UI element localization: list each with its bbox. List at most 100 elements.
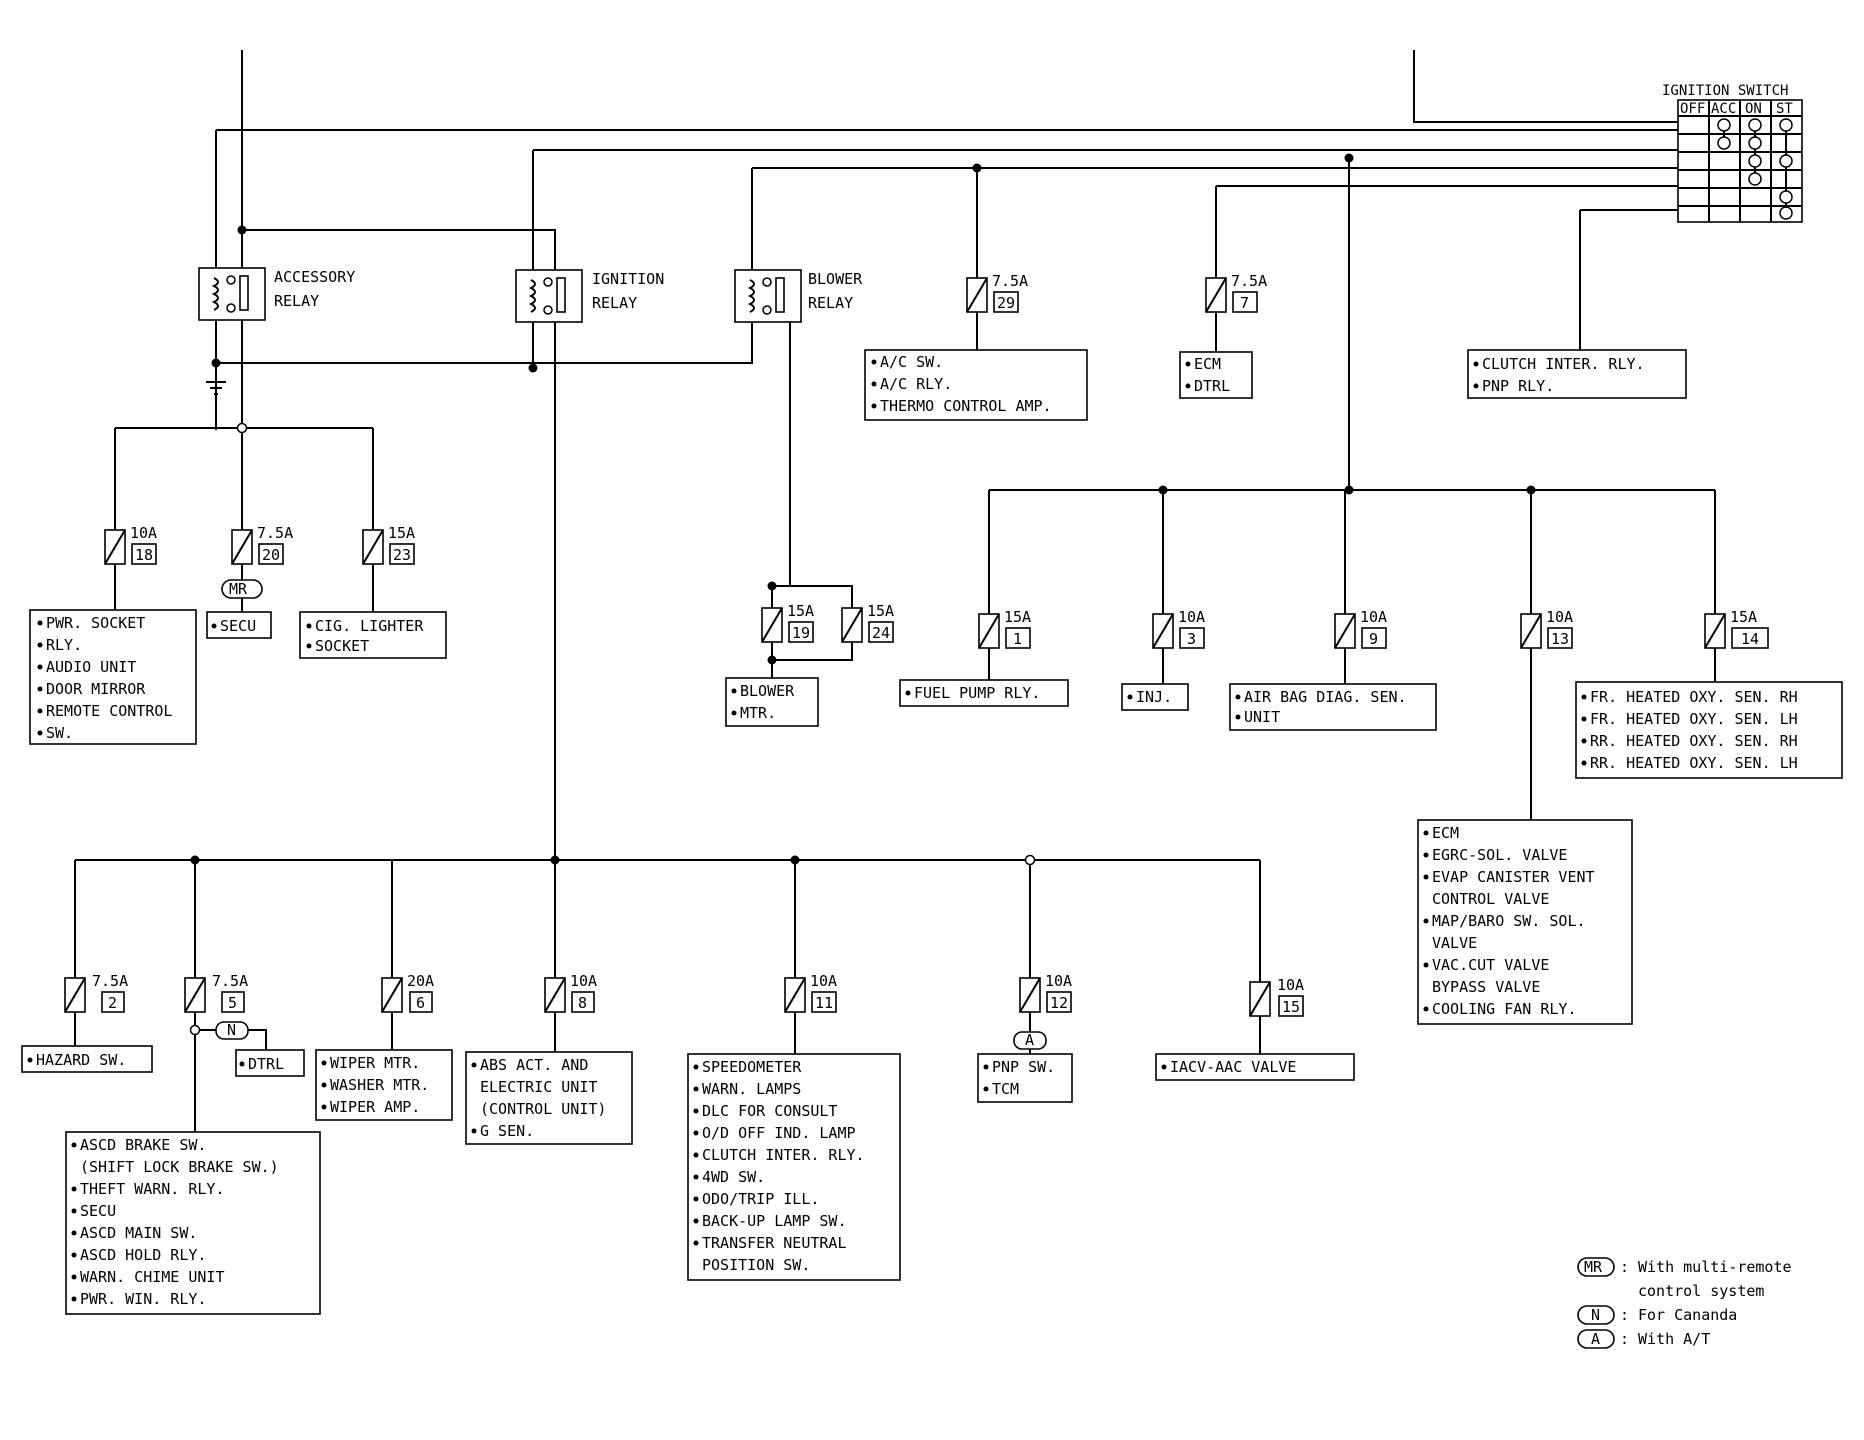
bullet-dot (1423, 962, 1429, 968)
svg-text:10A: 10A (1178, 608, 1205, 626)
bullet-dot (693, 1174, 699, 1180)
load-line-f13-0: ECM (1432, 824, 1459, 842)
fuse-19: 15A 19 (761, 602, 814, 643)
fuse-23: 15A 23 (362, 524, 415, 565)
bullet-dot (1423, 918, 1429, 924)
bullet-dot (71, 1274, 77, 1280)
svg-text::: : (1620, 1330, 1629, 1348)
bullet-dot (1473, 383, 1479, 389)
fuse-3: 10A 3 (1152, 608, 1205, 649)
svg-text:11: 11 (815, 994, 833, 1012)
svg-text::: : (1620, 1306, 1629, 1324)
load-line-f13-8: COOLING FAN RLY. (1432, 1000, 1577, 1018)
fuse-18: 10A 18 (104, 524, 157, 565)
fuse-8: 10A 8 (544, 972, 597, 1013)
load-line-f5-0: ASCD BRAKE SW. (80, 1136, 206, 1154)
bullet-dot (693, 1240, 699, 1246)
legend-a: A : With A/T (1577, 1329, 1710, 1349)
svg-text:15A: 15A (867, 602, 894, 620)
bullet-dot (693, 1108, 699, 1114)
load-line-f18-3: DOOR MIRROR (46, 680, 146, 698)
bullet-dot (471, 1128, 477, 1134)
bullet-dot (321, 1060, 327, 1066)
load-line-clutch-1: PNP RLY. (1482, 377, 1554, 395)
bullet-dot (37, 642, 43, 648)
load-line-f5_dtrl-0: DTRL (248, 1055, 284, 1073)
fuse-1: 15A 1 (978, 608, 1031, 649)
load-box-f15: IACV-AAC VALVE (1155, 1053, 1355, 1081)
load-box-f12: PNP SW.TCM (977, 1053, 1073, 1103)
bullet-dot (1235, 714, 1241, 720)
svg-text:7.5A: 7.5A (992, 272, 1028, 290)
bullet-dot (71, 1186, 77, 1192)
bullet-dot (871, 403, 877, 409)
bullet-dot (321, 1082, 327, 1088)
load-line-f8-3: G SEN. (480, 1122, 534, 1140)
accessory-relay-label-2: RELAY (274, 292, 319, 310)
svg-text:15A: 15A (388, 524, 415, 542)
svg-text:15: 15 (1282, 998, 1300, 1016)
load-line-f9-1: UNIT (1244, 708, 1280, 726)
bullet-dot (1185, 383, 1191, 389)
bullet-dot (1127, 694, 1133, 700)
svg-text:23: 23 (393, 546, 411, 564)
svg-text:6: 6 (416, 994, 425, 1012)
bullet-dot (731, 710, 737, 716)
load-box-f1: FUEL PUMP RLY. (899, 679, 1069, 707)
fuse-24: 15A 24 (841, 602, 894, 643)
switch-pos-on: ON (1745, 101, 1762, 117)
bullet-dot (693, 1130, 699, 1136)
load-line-f12-0: PNP SW. (992, 1058, 1055, 1076)
bullet-dot (1235, 694, 1241, 700)
svg-text:20: 20 (262, 546, 280, 564)
bullet-dot (1581, 716, 1587, 722)
bullet-dot (71, 1230, 77, 1236)
bullet-dot (693, 1152, 699, 1158)
blower-relay-label-2: RELAY (808, 294, 853, 312)
bullet-dot (1473, 361, 1479, 367)
wires (74, 50, 1716, 1132)
legend: MR : With multi-remote control system N … (1577, 1257, 1792, 1349)
svg-text:13: 13 (1551, 630, 1569, 648)
fuse-6: 20A 6 (381, 972, 434, 1013)
accessory-relay: ACCESSORY RELAY (198, 267, 355, 321)
load-line-f11-8: TRANSFER NEUTRAL (702, 1234, 847, 1252)
load-line-f11-1: WARN. LAMPS (702, 1080, 801, 1098)
svg-text:For Cananda: For Cananda (1638, 1306, 1737, 1324)
bullet-dot (1581, 738, 1587, 744)
bullet-dot (731, 688, 737, 694)
badge-mr: MR (221, 579, 263, 599)
load-line-f18-1: RLY. (46, 636, 82, 654)
bullet-dot (306, 623, 312, 629)
blower-relay: BLOWER RELAY (734, 269, 863, 323)
svg-text:10A: 10A (1277, 976, 1304, 994)
load-line-f5-2: THEFT WARN. RLY. (80, 1180, 225, 1198)
bullet-dot (1161, 1064, 1167, 1070)
svg-text:18: 18 (135, 546, 153, 564)
svg-text:15A: 15A (787, 602, 814, 620)
fuse-7: 7.5A 7 (1205, 272, 1267, 313)
bullet-dot (693, 1196, 699, 1202)
load-line-f18-2: AUDIO UNIT (46, 658, 136, 676)
bullet-dot (37, 686, 43, 692)
load-line-f8-1: ELECTRIC UNIT (480, 1078, 597, 1096)
bullet-dot (321, 1104, 327, 1110)
svg-text:7.5A: 7.5A (257, 524, 293, 542)
svg-text:With A/T: With A/T (1638, 1330, 1710, 1348)
load-box-f3: INJ. (1121, 683, 1189, 711)
load-line-f9-0: AIR BAG DIAG. SEN. (1244, 688, 1407, 706)
bullet-dot (71, 1142, 77, 1148)
svg-text:20A: 20A (407, 972, 434, 990)
fuse-13: 10A 13 (1520, 608, 1573, 649)
svg-text:N: N (227, 1021, 236, 1039)
svg-text:9: 9 (1369, 630, 1378, 648)
bullet-dot (239, 1061, 245, 1067)
fuse-12: 10A 12 (1019, 972, 1072, 1013)
load-box-f5-dtrl: DTRL (235, 1049, 305, 1077)
load-line-f13-4: MAP/BARO SW. SOL. (1432, 912, 1586, 930)
bullet-dot (1581, 694, 1587, 700)
